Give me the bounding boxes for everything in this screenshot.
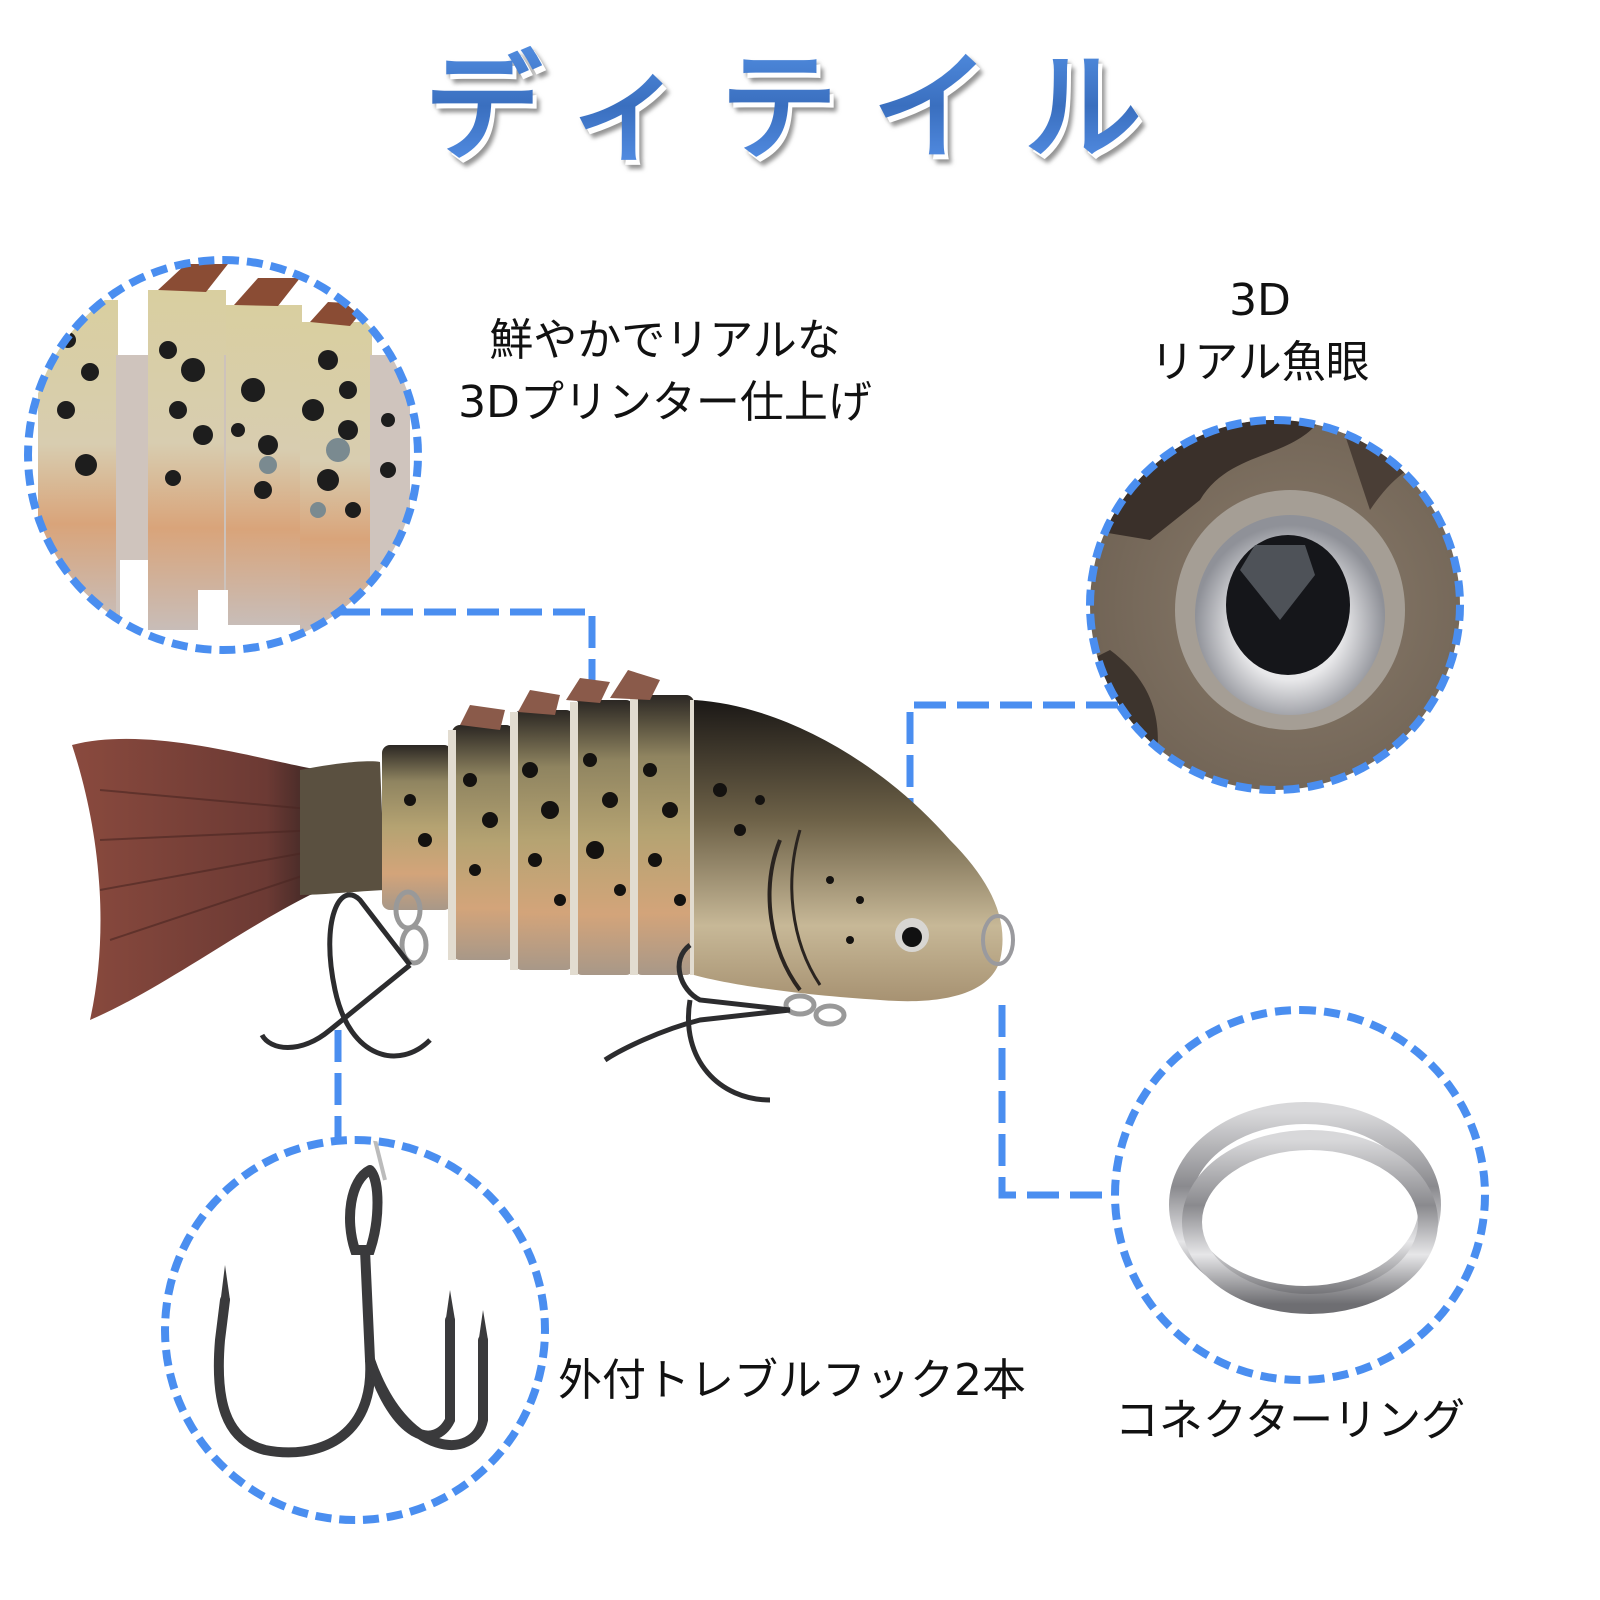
swimbait-lure-icon xyxy=(72,670,1015,1103)
hook-label: 外付トレブルフック2本 xyxy=(558,1355,1026,1406)
eye-label-line2: リアル魚眼 xyxy=(1150,337,1370,388)
split-ring-ring xyxy=(1111,1006,1489,1384)
eye-ring xyxy=(1086,416,1464,794)
eye-label: 3D リアル魚眼 xyxy=(1110,270,1410,394)
hook-ring xyxy=(161,1136,549,1524)
body-print-label-line1: 鮮やかでリアルな xyxy=(489,315,841,366)
body-print-label: 鮮やかでリアルな 3Dプリンター仕上げ xyxy=(430,310,900,434)
ring-label: コネクターリング xyxy=(1114,1395,1466,1446)
body-print-label-line2: 3Dプリンター仕上げ xyxy=(458,377,872,428)
product-image xyxy=(60,670,1050,1120)
page-title: ディテイル xyxy=(0,12,1600,183)
eye-label-line1: 3D xyxy=(1229,275,1291,326)
body-print-ring xyxy=(24,256,422,654)
